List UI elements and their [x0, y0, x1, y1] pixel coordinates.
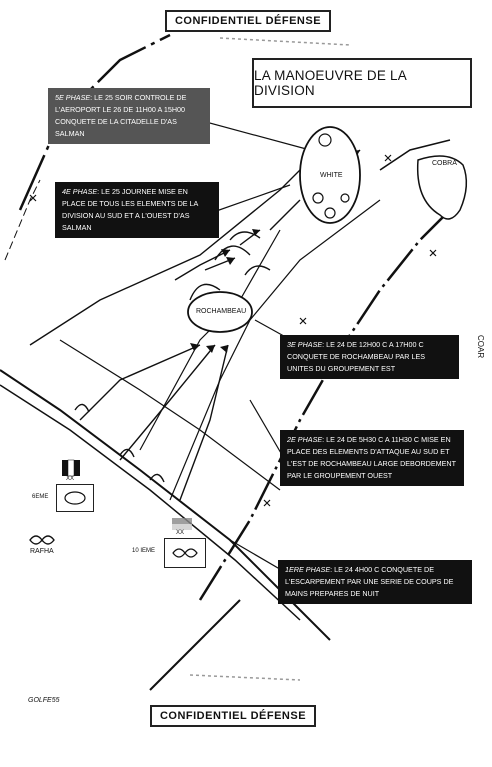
- phase1-label: 1ere PHASE: [285, 565, 331, 574]
- unit-10ieme-size: XX: [176, 530, 185, 536]
- phase2-box: 2e PHASE: LE 24 DE 5H30 C A 11H30 C MISE…: [280, 430, 464, 486]
- flag-10ieme: [172, 518, 192, 530]
- phase1-text: : LE 24 4H00 C CONQUETE DE L'ESCARPEMENT…: [285, 565, 454, 598]
- classification-stamp-top: CONFIDENTIEL DÉFENSE: [165, 10, 331, 32]
- unit-6eme: [56, 484, 94, 512]
- phase3-label: 3e PHASE: [287, 340, 323, 349]
- axis-line-west: [29, 149, 321, 346]
- wadi-line: [4, 179, 41, 261]
- axis-line-east: [169, 199, 381, 501]
- place-label-rafha: RAFHA: [30, 548, 54, 555]
- phase1-box: 1ere PHASE: LE 24 4H00 C CONQUETE DE L'E…: [278, 560, 472, 604]
- place-label-white: WHITE: [320, 172, 343, 179]
- boundary-line-top: [18, 33, 171, 211]
- unit-10ieme-label: 10 IEME: [132, 548, 156, 554]
- phase2-label: 2e PHASE: [287, 435, 323, 444]
- unit-6eme-label: 6EME: [32, 494, 49, 500]
- boundary-line-bottom-dashed: [189, 674, 301, 681]
- boundary-line-right: [198, 199, 461, 601]
- phase5-box: 5e PHASE: LE 25 SOIR CONTROLE DE L'AEROP…: [48, 88, 210, 144]
- rafha-symbol: [29, 535, 55, 545]
- axis-line-center: [139, 229, 281, 451]
- phase4-box: 4e PHASE: LE 25 JOURNEE MISE EN PLACE DE…: [55, 182, 219, 238]
- map-title: LA MANOEUVRE DE LA DIVISION: [252, 58, 472, 108]
- escarpment-line-2: [0, 384, 301, 621]
- flag-6eme: [62, 459, 80, 477]
- unit-6eme-size: XX: [66, 476, 75, 482]
- escarpment-arcs: [74, 403, 165, 483]
- place-label-coar: COAR: [476, 335, 485, 359]
- place-label-rochambeau: ROCHAMBEAU: [196, 308, 247, 315]
- phase3-box: 3e PHASE: LE 24 DE 12H00 C A 17H00 C CON…: [280, 335, 459, 379]
- boundary-line-right-top: [219, 37, 351, 46]
- boundary-line-east: [379, 139, 451, 171]
- crossing-marks: [29, 154, 437, 507]
- phase4-label: 4e PHASE: [62, 187, 98, 196]
- document-code: GOLFE55: [28, 697, 60, 704]
- movement-loops: [189, 231, 271, 301]
- escarpment-line-1: [0, 369, 331, 641]
- phase5-label: 5e PHASE: [55, 93, 91, 102]
- boundary-line-bottom: [149, 599, 241, 691]
- phase4-text: : LE 25 JOURNEE MISE EN PLACE DE TOUS LE…: [62, 187, 198, 232]
- phase2-text: : LE 24 DE 5H30 C A 11H30 C MISE EN PLAC…: [287, 435, 456, 480]
- objective-white-markers: [312, 133, 350, 219]
- arrow-heads: [190, 150, 360, 353]
- phase5-text: : LE 25 SOIR CONTROLE DE L'AEROPORT LE 2…: [55, 93, 187, 138]
- classification-stamp-bottom: CONFIDENTIEL DÉFENSE: [150, 705, 316, 727]
- escarpment-line-3: [59, 339, 281, 491]
- objective-rochambeau: [187, 291, 253, 333]
- objective-cobra: [416, 155, 468, 220]
- phase3-text: : LE 24 DE 12H00 C A 17H00 C CONQUETE DE…: [287, 340, 426, 373]
- unit-10ieme: [164, 538, 206, 568]
- place-label-cobra: COBRA: [432, 160, 457, 167]
